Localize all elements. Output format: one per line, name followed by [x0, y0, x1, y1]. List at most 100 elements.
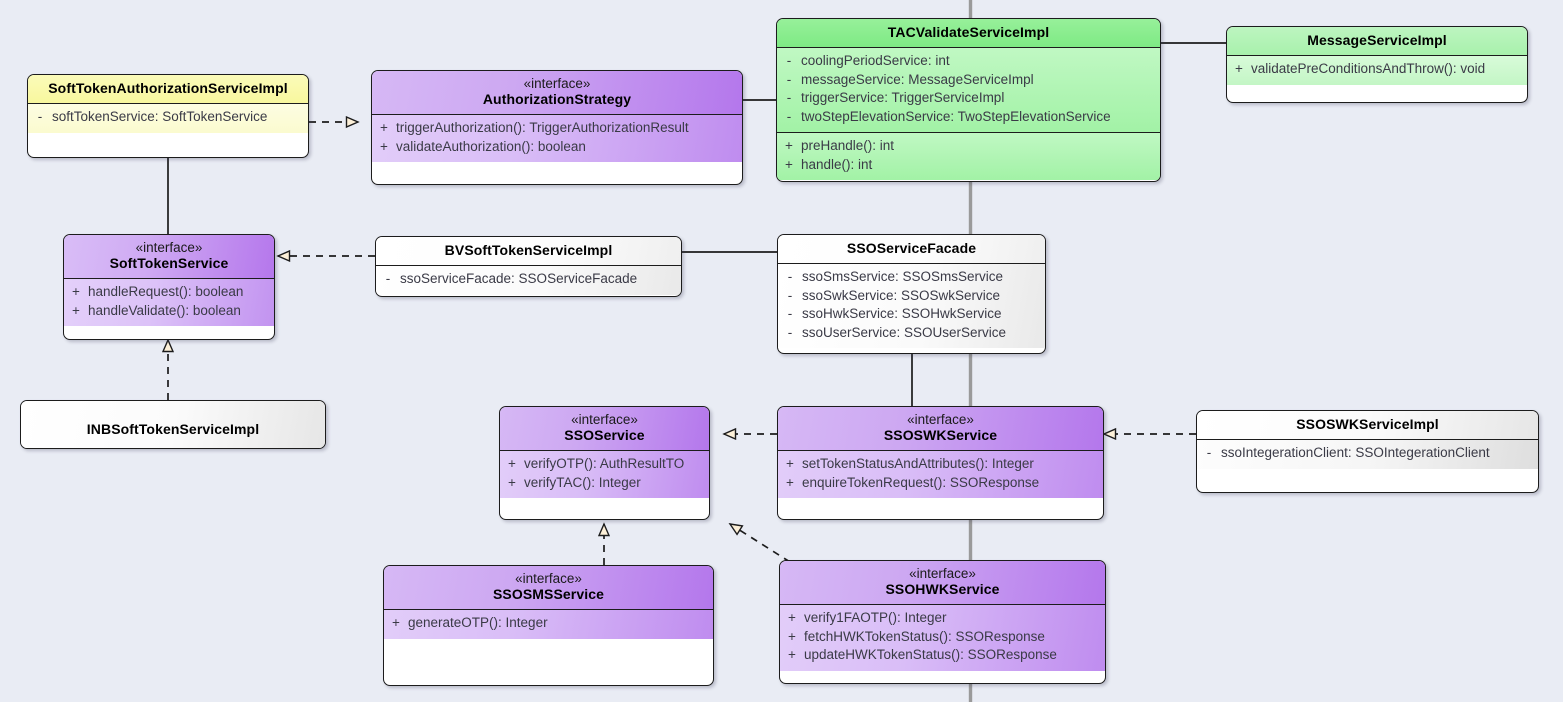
class-header: SoftTokenAuthorizationServiceImpl [28, 75, 308, 104]
attribute-row: - ssoHwkService: SSOHwkService [778, 305, 1045, 324]
class-box-softtokenservice[interactable]: «interface» SoftTokenService + handleReq… [63, 234, 275, 340]
operation-row: + validateAuthorization(): boolean [372, 138, 742, 157]
class-header: SSOSWKServiceImpl [1197, 411, 1538, 440]
attribute-row: - ssoSmsService: SSOSmsService [778, 268, 1045, 287]
operation-row: + enquireTokenRequest(): SSOResponse [778, 474, 1103, 493]
member-signature: fetchHWKTokenStatus(): SSOResponse [804, 628, 1045, 644]
class-header: «interface» AuthorizationStrategy [372, 71, 742, 115]
class-name: SoftTokenAuthorizationServiceImpl [48, 80, 288, 96]
class-header: «interface» SSOSMSService [384, 566, 713, 610]
class-header: «interface» SSOSWKService [778, 407, 1103, 451]
attribute-row: - ssoSwkService: SSOSwkService [778, 287, 1045, 306]
operation-row: + handleRequest(): boolean [64, 283, 274, 302]
operation-row: + handleValidate(): boolean [64, 302, 274, 321]
operation-row: + generateOTP(): Integer [384, 614, 713, 633]
class-header: «interface» SoftTokenService [64, 235, 274, 279]
class-box-ssosmsservice[interactable]: «interface» SSOSMSService + generateOTP(… [383, 565, 714, 686]
attribute-row: - triggerService: TriggerServiceImpl [777, 89, 1160, 108]
visibility-marker: + [785, 138, 793, 153]
operation-row: + fetchHWKTokenStatus(): SSOResponse [780, 628, 1105, 647]
class-name: SSOSMSService [492, 586, 605, 602]
class-header: SSOServiceFacade [778, 235, 1045, 264]
class-box-inbsofttokenserviceimpl[interactable]: INBSoftTokenServiceImpl [20, 400, 326, 449]
visibility-marker: - [385, 271, 391, 286]
visibility-marker: + [508, 474, 516, 490]
class-name: SSOServiceFacade [846, 240, 977, 256]
class-box-authorizationstrategy[interactable]: «interface» AuthorizationStrategy + trig… [371, 70, 743, 185]
class-box-bvsofttokenserviceimpl[interactable]: BVSoftTokenServiceImpl - ssoServiceFacad… [375, 236, 682, 297]
operation-compartment: + triggerAuthorization(): TriggerAuthori… [372, 115, 742, 162]
member-signature: enquireTokenRequest(): SSOResponse [802, 474, 1040, 490]
visibility-marker: - [786, 53, 792, 68]
class-header: INBSoftTokenServiceImpl [21, 401, 325, 448]
visibility-marker: + [785, 156, 793, 172]
visibility-marker: + [392, 615, 400, 630]
class-header: BVSoftTokenServiceImpl [376, 237, 681, 266]
class-box-ssoservicefacade[interactable]: SSOServiceFacade - ssoSmsService: SSOSms… [777, 234, 1046, 354]
class-box-softtokenauthorizationserviceimpl[interactable]: SoftTokenAuthorizationServiceImpl - soft… [27, 74, 309, 158]
member-signature: handle(): int [801, 156, 873, 172]
member-signature: ssoUserService: SSOUserService [802, 324, 1007, 340]
member-signature: twoStepElevationService: TwoStepElevatio… [801, 108, 1111, 124]
visibility-marker: + [788, 610, 796, 625]
operation-row: + verifyTAC(): Integer [500, 474, 709, 493]
stereotype-label: «interface» [907, 412, 974, 427]
visibility-marker: - [786, 90, 792, 105]
member-signature: preHandle(): int [801, 138, 895, 153]
stereotype-label: «interface» [523, 76, 591, 91]
operation-compartment: + verifyOTP(): AuthResultTO + verifyTAC(… [500, 451, 709, 498]
operation-row: + verifyOTP(): AuthResultTO [500, 455, 709, 474]
class-box-ssoservice[interactable]: «interface» SSOService + verifyOTP(): Au… [499, 406, 710, 520]
visibility-marker: + [786, 456, 794, 471]
visibility-marker: + [508, 456, 516, 471]
operation-row: + triggerAuthorization(): TriggerAuthori… [372, 119, 742, 138]
operation-row: + updateHWKTokenStatus(): SSOResponse [780, 646, 1105, 665]
member-signature: validateAuthorization(): boolean [396, 138, 586, 154]
visibility-marker: - [786, 108, 792, 124]
class-box-ssoswkserviceimpl[interactable]: SSOSWKServiceImpl - ssoIntegerationClien… [1196, 410, 1539, 493]
attribute-row: - softTokenService: SoftTokenService [28, 108, 308, 127]
visibility-marker: - [787, 287, 793, 303]
visibility-marker: - [1206, 445, 1212, 460]
class-box-messageserviceimpl[interactable]: MessageServiceImpl + validatePreConditio… [1226, 26, 1528, 103]
class-header: TACValidateServiceImpl [777, 19, 1160, 48]
member-signature: softTokenService: SoftTokenService [52, 109, 268, 124]
operation-row: + validatePreConditionsAndThrow(): void [1227, 60, 1527, 79]
attribute-compartment: - ssoIntegerationClient: SSOIntegeration… [1197, 440, 1538, 469]
visibility-marker: + [72, 284, 80, 299]
member-signature: handleValidate(): boolean [88, 302, 241, 318]
class-header: «interface» SSOService [500, 407, 709, 451]
visibility-marker: + [380, 138, 388, 154]
connector-realization-ssohwkservice-ssoservice [730, 524, 791, 563]
member-signature: ssoIntegerationClient: SSOIntegerationCl… [1221, 445, 1490, 460]
visibility-marker: + [788, 647, 796, 662]
member-signature: setTokenStatusAndAttributes(): Integer [802, 456, 1034, 471]
operation-compartment: + handleRequest(): boolean + handleValid… [64, 279, 274, 326]
attribute-row: - coolingPeriodService: int [777, 52, 1160, 71]
member-signature: updateHWKTokenStatus(): SSOResponse [804, 647, 1057, 662]
visibility-marker: - [787, 324, 793, 340]
attribute-compartment: - softTokenService: SoftTokenService [28, 104, 308, 133]
attribute-row: - ssoIntegerationClient: SSOIntegeration… [1197, 444, 1538, 463]
member-signature: ssoSwkService: SSOSwkService [802, 287, 1001, 303]
class-name: SSOSWKServiceImpl [1296, 416, 1439, 432]
class-box-ssohwkservice[interactable]: «interface» SSOHWKService + verify1FAOTP… [779, 560, 1106, 684]
attribute-row: - ssoUserService: SSOUserService [778, 324, 1045, 343]
operation-compartment: + preHandle(): int + handle(): int [777, 132, 1160, 180]
visibility-marker: + [380, 120, 388, 135]
class-header: MessageServiceImpl [1227, 27, 1527, 56]
member-signature: validatePreConditionsAndThrow(): void [1251, 61, 1486, 76]
stereotype-label: «interface» [909, 566, 976, 581]
member-signature: handleRequest(): boolean [88, 284, 244, 299]
class-name: AuthorizationStrategy [482, 91, 632, 107]
class-name: BVSoftTokenServiceImpl [444, 242, 613, 258]
class-box-tacvalidateserviceimpl[interactable]: TACValidateServiceImpl - coolingPeriodSe… [776, 18, 1161, 182]
operation-compartment: + setTokenStatusAndAttributes(): Integer… [778, 451, 1103, 498]
operation-row: + preHandle(): int [777, 137, 1160, 156]
member-signature: verifyOTP(): AuthResultTO [524, 456, 685, 471]
operation-row: + handle(): int [777, 156, 1160, 175]
class-name: SSOSWKService [883, 427, 998, 443]
class-box-ssoswkservice[interactable]: «interface» SSOSWKService + setTokenStat… [777, 406, 1104, 520]
member-signature: verify1FAOTP(): Integer [804, 610, 947, 625]
